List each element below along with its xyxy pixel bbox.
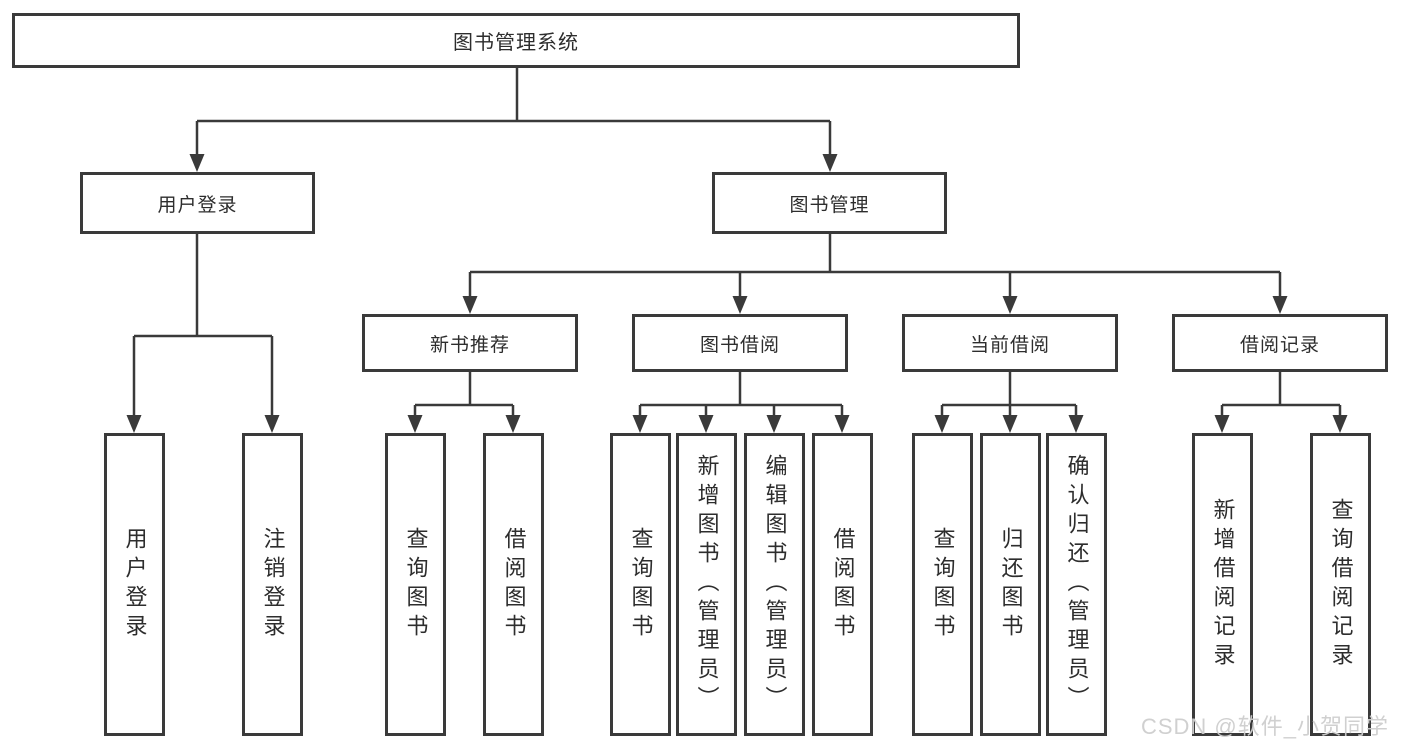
leaf-add-borrow-record: 新增借阅记录 bbox=[1192, 433, 1253, 736]
arrow-icon bbox=[766, 415, 782, 433]
connector-user-login bbox=[132, 233, 274, 416]
leaf-user-login: 用户登录 bbox=[104, 433, 165, 736]
arrow-icon bbox=[822, 154, 838, 172]
leaf-add-books-admin: 新增图书（管理员） bbox=[676, 433, 737, 736]
leaf-return-books: 归还图书 bbox=[980, 433, 1041, 736]
leaf-label: 确认归还（管理员） bbox=[1064, 454, 1090, 715]
arrow-icon bbox=[834, 415, 850, 433]
leaf-query-books-borrow: 查询图书 bbox=[610, 433, 671, 736]
leaf-label: 编辑图书（管理员） bbox=[762, 454, 788, 715]
node-book-borrow: 图书借阅 bbox=[632, 314, 848, 372]
leaf-label: 查询图书 bbox=[403, 526, 429, 643]
arrow-icon bbox=[505, 415, 521, 433]
node-book-management-label: 图书管理 bbox=[789, 194, 870, 216]
connector-book-management bbox=[468, 233, 1282, 297]
arrow-icon bbox=[934, 415, 950, 433]
arrow-icon bbox=[1214, 415, 1230, 433]
leaf-label: 新增借阅记录 bbox=[1210, 497, 1236, 672]
leaf-query-books-current: 查询图书 bbox=[912, 433, 973, 736]
arrow-icon bbox=[462, 296, 478, 314]
leaf-borrow-books-recommend: 借阅图书 bbox=[483, 433, 544, 736]
node-user-login: 用户登录 bbox=[80, 172, 315, 234]
connector-book-borrow bbox=[638, 372, 844, 416]
node-new-book-recommend: 新书推荐 bbox=[362, 314, 578, 372]
leaf-label: 查询借阅记录 bbox=[1328, 497, 1354, 672]
leaf-label: 查询图书 bbox=[930, 526, 956, 643]
node-root: 图书管理系统 bbox=[12, 13, 1020, 68]
arrow-icon bbox=[407, 415, 423, 433]
arrow-icon bbox=[264, 415, 280, 433]
leaf-label: 新增图书（管理员） bbox=[694, 454, 720, 715]
arrow-icon bbox=[1002, 296, 1018, 314]
leaf-label: 借阅图书 bbox=[830, 526, 856, 643]
leaf-borrow-books: 借阅图书 bbox=[812, 433, 873, 736]
node-current-borrow-label: 当前借阅 bbox=[969, 334, 1050, 356]
arrow-icon bbox=[1068, 415, 1084, 433]
connector-root bbox=[195, 68, 832, 155]
arrow-icon bbox=[189, 154, 205, 172]
node-root-label: 图书管理系统 bbox=[453, 32, 579, 54]
connector-new-book-recommend bbox=[413, 372, 515, 416]
node-borrow-record-label: 借阅记录 bbox=[1239, 334, 1320, 356]
arrow-icon bbox=[126, 415, 142, 433]
leaf-query-borrow-record: 查询借阅记录 bbox=[1310, 433, 1371, 736]
arrow-icon bbox=[732, 296, 748, 314]
node-book-borrow-label: 图书借阅 bbox=[699, 334, 780, 356]
leaf-query-books-recommend: 查询图书 bbox=[385, 433, 446, 736]
node-user-login-label: 用户登录 bbox=[157, 194, 238, 216]
node-new-book-recommend-label: 新书推荐 bbox=[429, 334, 510, 356]
node-current-borrow: 当前借阅 bbox=[902, 314, 1118, 372]
connector-borrow-record bbox=[1220, 372, 1342, 416]
arrow-icon bbox=[1332, 415, 1348, 433]
leaf-label: 归还图书 bbox=[998, 526, 1024, 643]
node-book-management: 图书管理 bbox=[712, 172, 947, 234]
watermark: CSDN @软件_小贺同学 bbox=[1140, 714, 1389, 739]
leaf-label: 查询图书 bbox=[628, 526, 654, 643]
leaf-edit-books-admin: 编辑图书（管理员） bbox=[744, 433, 805, 736]
connector-current-borrow bbox=[940, 372, 1078, 416]
arrow-icon bbox=[1272, 296, 1288, 314]
leaf-logout: 注销登录 bbox=[242, 433, 303, 736]
leaf-label: 注销登录 bbox=[260, 526, 286, 643]
node-borrow-record: 借阅记录 bbox=[1172, 314, 1388, 372]
leaf-confirm-return-admin: 确认归还（管理员） bbox=[1046, 433, 1107, 736]
arrow-icon bbox=[632, 415, 648, 433]
arrow-icon bbox=[1002, 415, 1018, 433]
arrow-icon bbox=[698, 415, 714, 433]
leaf-label: 借阅图书 bbox=[501, 526, 527, 643]
leaf-label: 用户登录 bbox=[122, 526, 148, 643]
